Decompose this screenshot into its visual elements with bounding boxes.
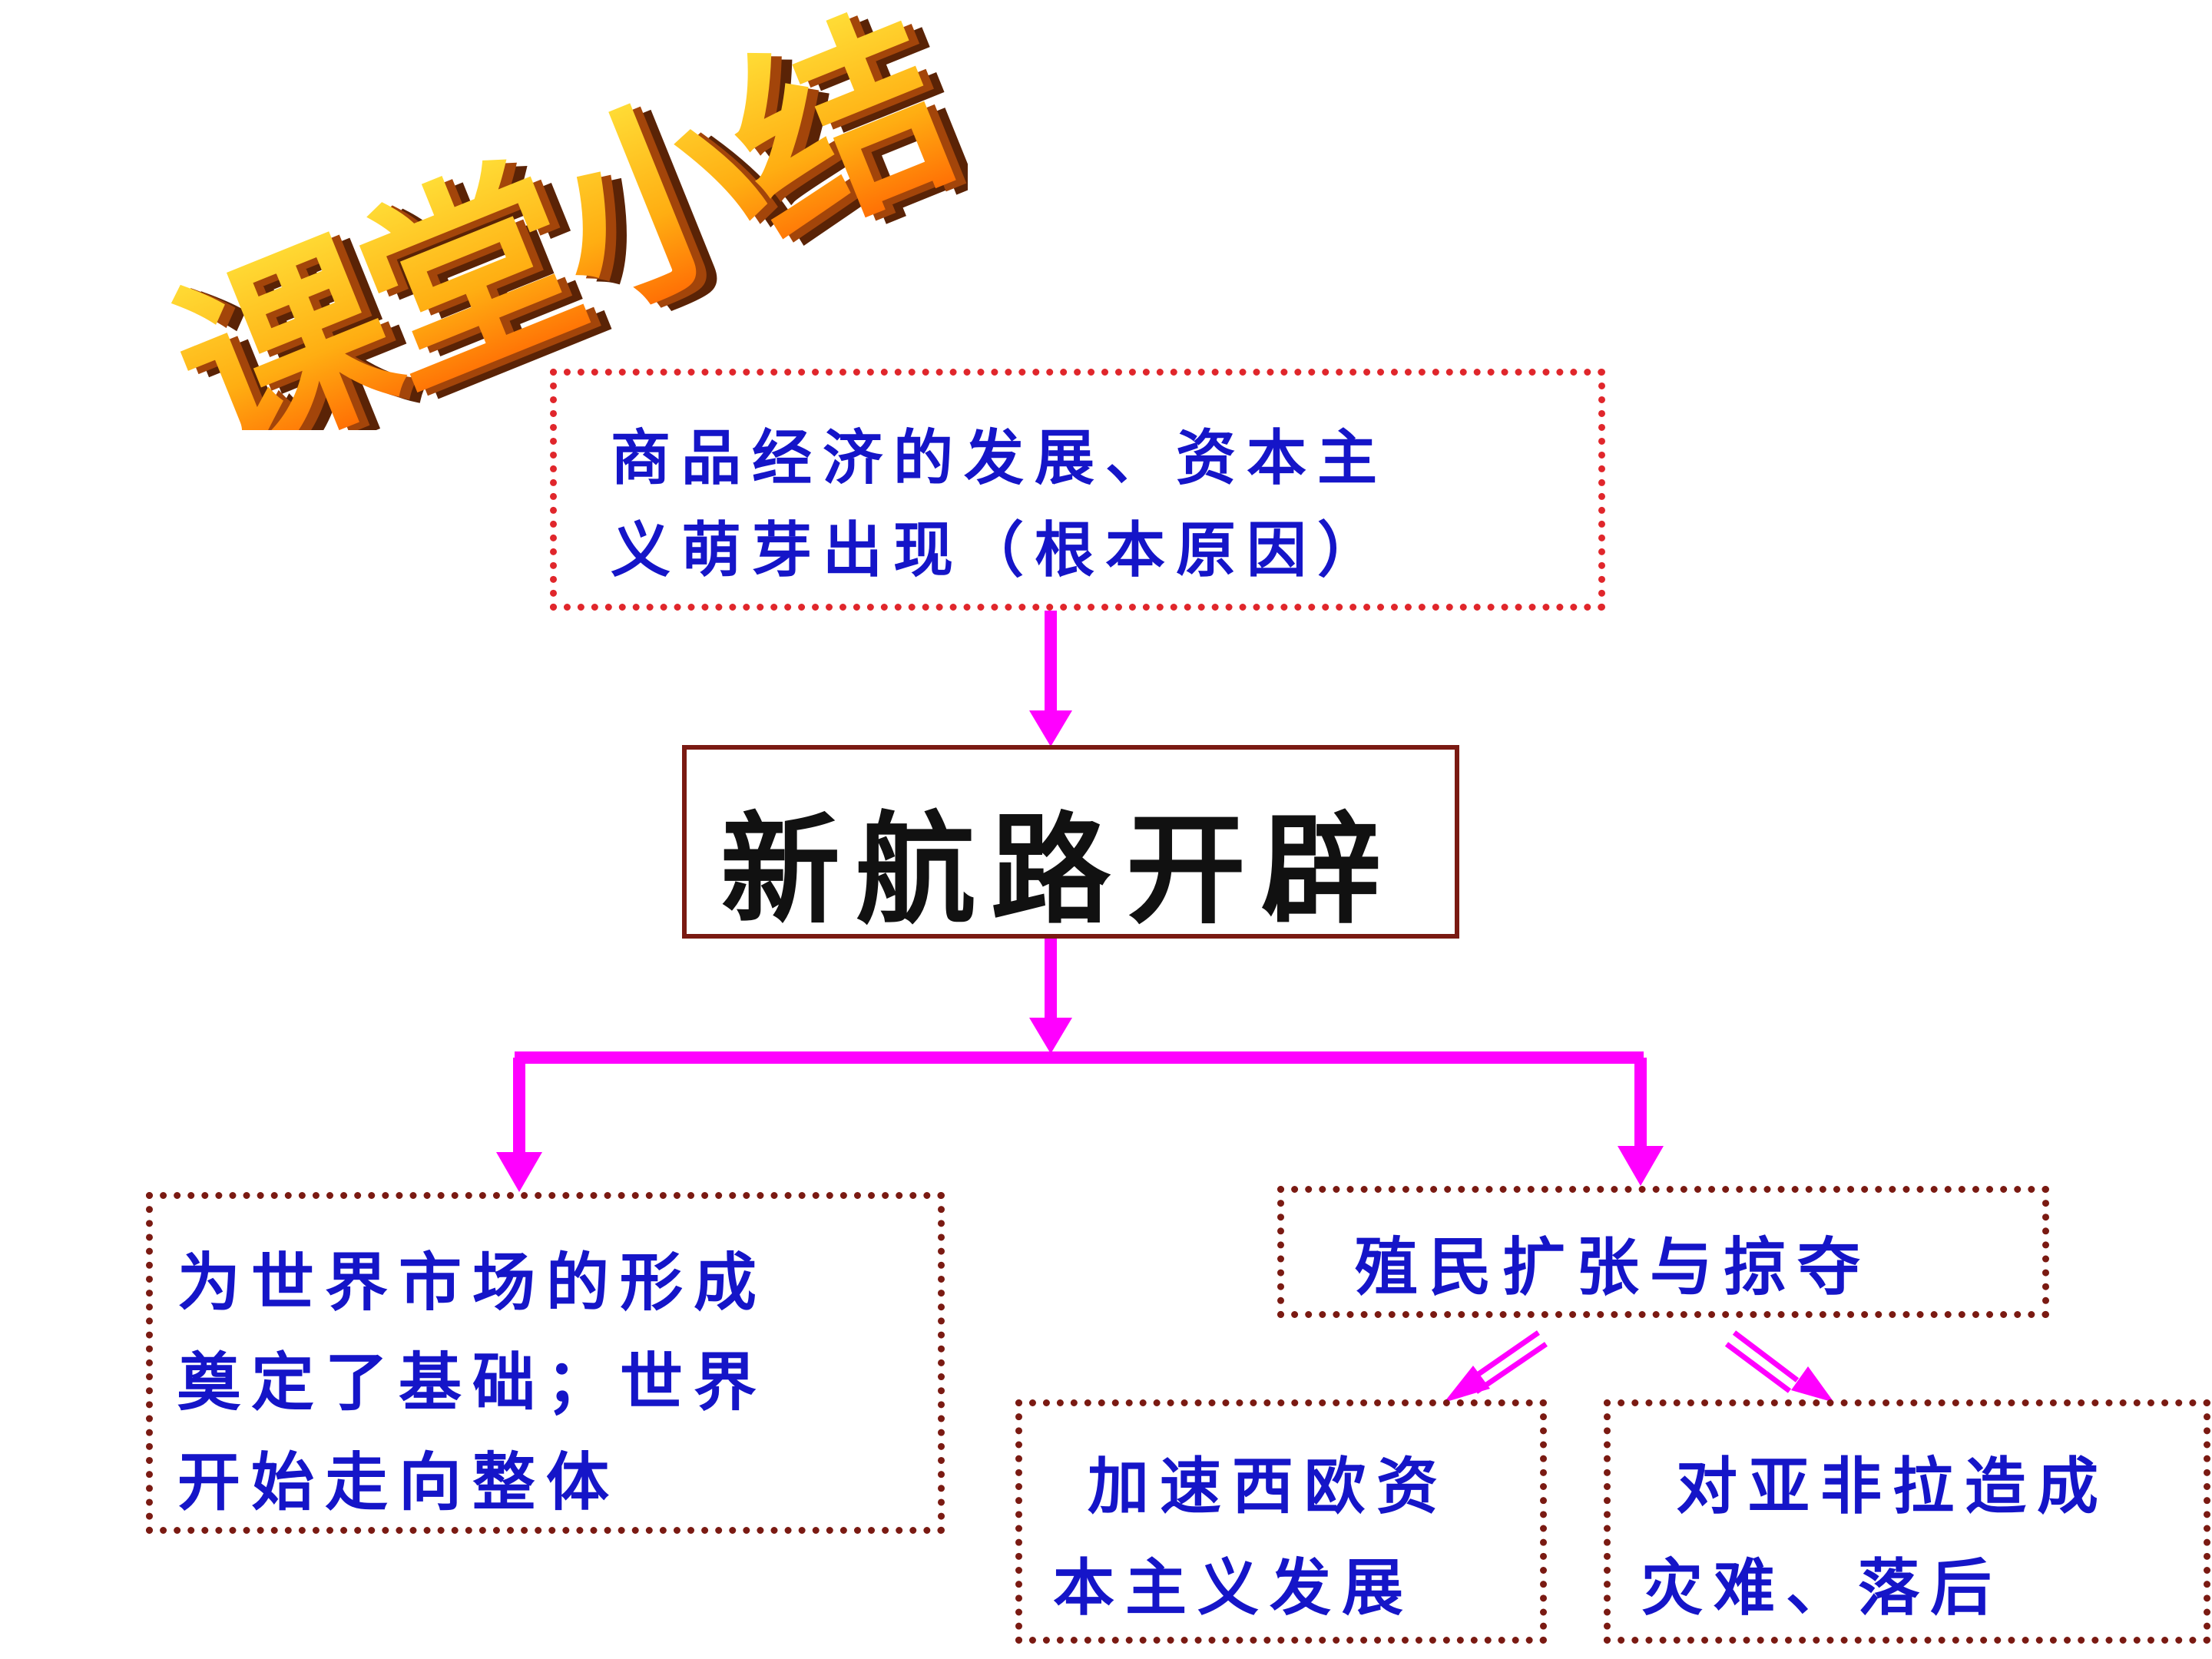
arrowhead-branch [1029,1018,1072,1054]
central-topic-label: 新航路开辟 [720,800,1396,940]
world-market-line-2: 奠定了基础；世界 [177,1346,768,1419]
western-europe-line-2: 本主义发展 [1053,1551,1414,1624]
double-arrow-to-asia [1724,1330,1834,1402]
lesson-summary-title-logo: 课堂小结 课堂小结 课堂小结 [145,0,968,430]
arrowhead-center [1029,710,1072,747]
asia-africa-latam-line-2: 灾难、落后 [1641,1551,2002,1624]
world-market-line-3: 开始走向整体 [177,1445,621,1519]
world-market-line-1: 为世界市场的形成 [177,1246,768,1320]
asia-africa-latam-box: 对亚非拉造成 灾难、落后 [1604,1399,2210,1644]
colonial-expansion-box: 殖民扩张与掠夺 [1277,1186,2049,1318]
arrowhead-left [496,1152,542,1192]
arrowhead-right [1618,1146,1664,1186]
central-topic-box: 新航路开辟 [682,745,1459,940]
colonial-expansion-label: 殖民扩张与掠夺 [1355,1230,1872,1304]
world-market-box: 为世界市场的形成 奠定了基础；世界 开始走向整体 [146,1192,945,1534]
root-cause-line-2: 义萌芽出现（根本原因） [611,515,1389,585]
root-cause-box: 商品经济的发展、资本主 义萌芽出现（根本原因） [550,369,1605,611]
root-cause-line-1: 商品经济的发展、资本主 [611,423,1389,493]
western-europe-line-1: 加速西欧资 [1088,1450,1449,1522]
asia-africa-latam-line-1: 对亚非拉造成 [1676,1450,2109,1522]
double-arrow-to-europe [1444,1330,1548,1402]
western-europe-box: 加速西欧资 本主义发展 [1015,1399,1547,1644]
